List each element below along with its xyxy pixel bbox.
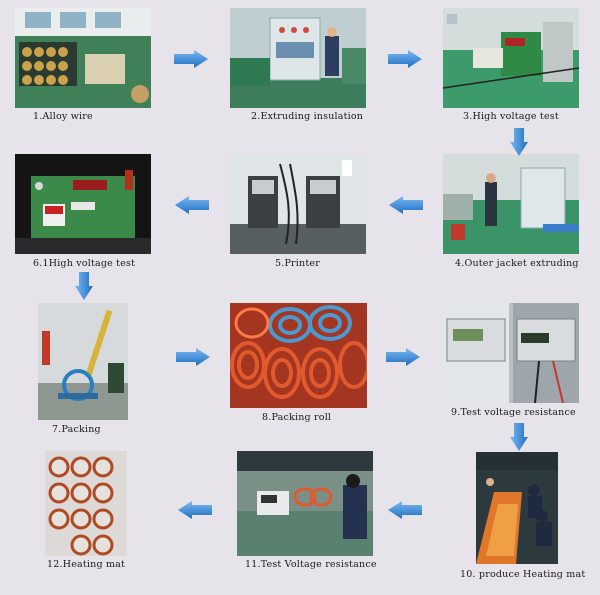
step-caption: 1.Alloy wire: [33, 111, 93, 122]
high-voltage-test-2-photo: [15, 154, 151, 254]
flow-arrow-icon: [389, 196, 423, 214]
heating-mat-scene: [45, 451, 127, 556]
test-voltage-resistance-photo: [443, 303, 579, 403]
flow-arrow-icon: [388, 501, 422, 519]
extruding-insulation-photo: [230, 8, 366, 108]
printer-photo: [230, 154, 366, 254]
step-caption: 3.High voltage test: [463, 111, 559, 122]
step-caption: 7.Packing: [52, 424, 101, 435]
test-voltage-resistance-2-photo: [237, 451, 373, 556]
produce-heating-mat-photo: [476, 452, 558, 564]
high-voltage-test-scene: [443, 8, 579, 108]
step-caption: 10. produce Heating mat: [460, 569, 586, 580]
high-voltage-test-2-scene: [15, 154, 151, 254]
step-caption: 11.Test Voltage resistance: [245, 559, 377, 570]
outer-jacket-extruding-scene: [443, 154, 579, 254]
alloy-wire-scene: [15, 8, 151, 108]
test-voltage-resistance-2-scene: [237, 451, 373, 556]
flow-arrow-icon: [175, 196, 209, 214]
test-voltage-resistance-scene: [443, 303, 579, 403]
packing-roll-scene: [230, 303, 367, 408]
step-caption: 6.1High voltage test: [33, 258, 136, 269]
packing-photo: [38, 303, 128, 420]
packing-roll-photo: [230, 303, 367, 408]
packing-scene: [38, 303, 128, 420]
flow-arrow-icon: [386, 348, 420, 366]
flow-arrow-icon: [510, 128, 528, 156]
step-caption: 4.Outer jacket extruding: [455, 258, 579, 269]
flow-arrow-icon: [176, 348, 210, 366]
step-caption: 5.Printer: [275, 258, 320, 269]
heating-mat-photo: [45, 451, 127, 556]
high-voltage-test-photo: [443, 8, 579, 108]
step-caption: 8.Packing roll: [262, 412, 332, 423]
outer-jacket-extruding-photo: [443, 154, 579, 254]
step-caption: 2.Extruding insulation: [251, 111, 364, 122]
flow-arrow-icon: [388, 50, 422, 68]
alloy-wire-photo: [15, 8, 151, 108]
flow-arrow-icon: [510, 423, 528, 451]
produce-heating-mat-scene: [476, 452, 558, 564]
flow-arrow-icon: [75, 272, 93, 300]
flow-arrow-icon: [174, 50, 208, 68]
step-caption: 12.Heating mat: [47, 559, 126, 570]
extruding-insulation-scene: [230, 8, 366, 108]
flow-arrow-icon: [178, 501, 212, 519]
step-caption: 9.Test voltage resistance: [451, 407, 576, 418]
printer-scene: [230, 154, 366, 254]
